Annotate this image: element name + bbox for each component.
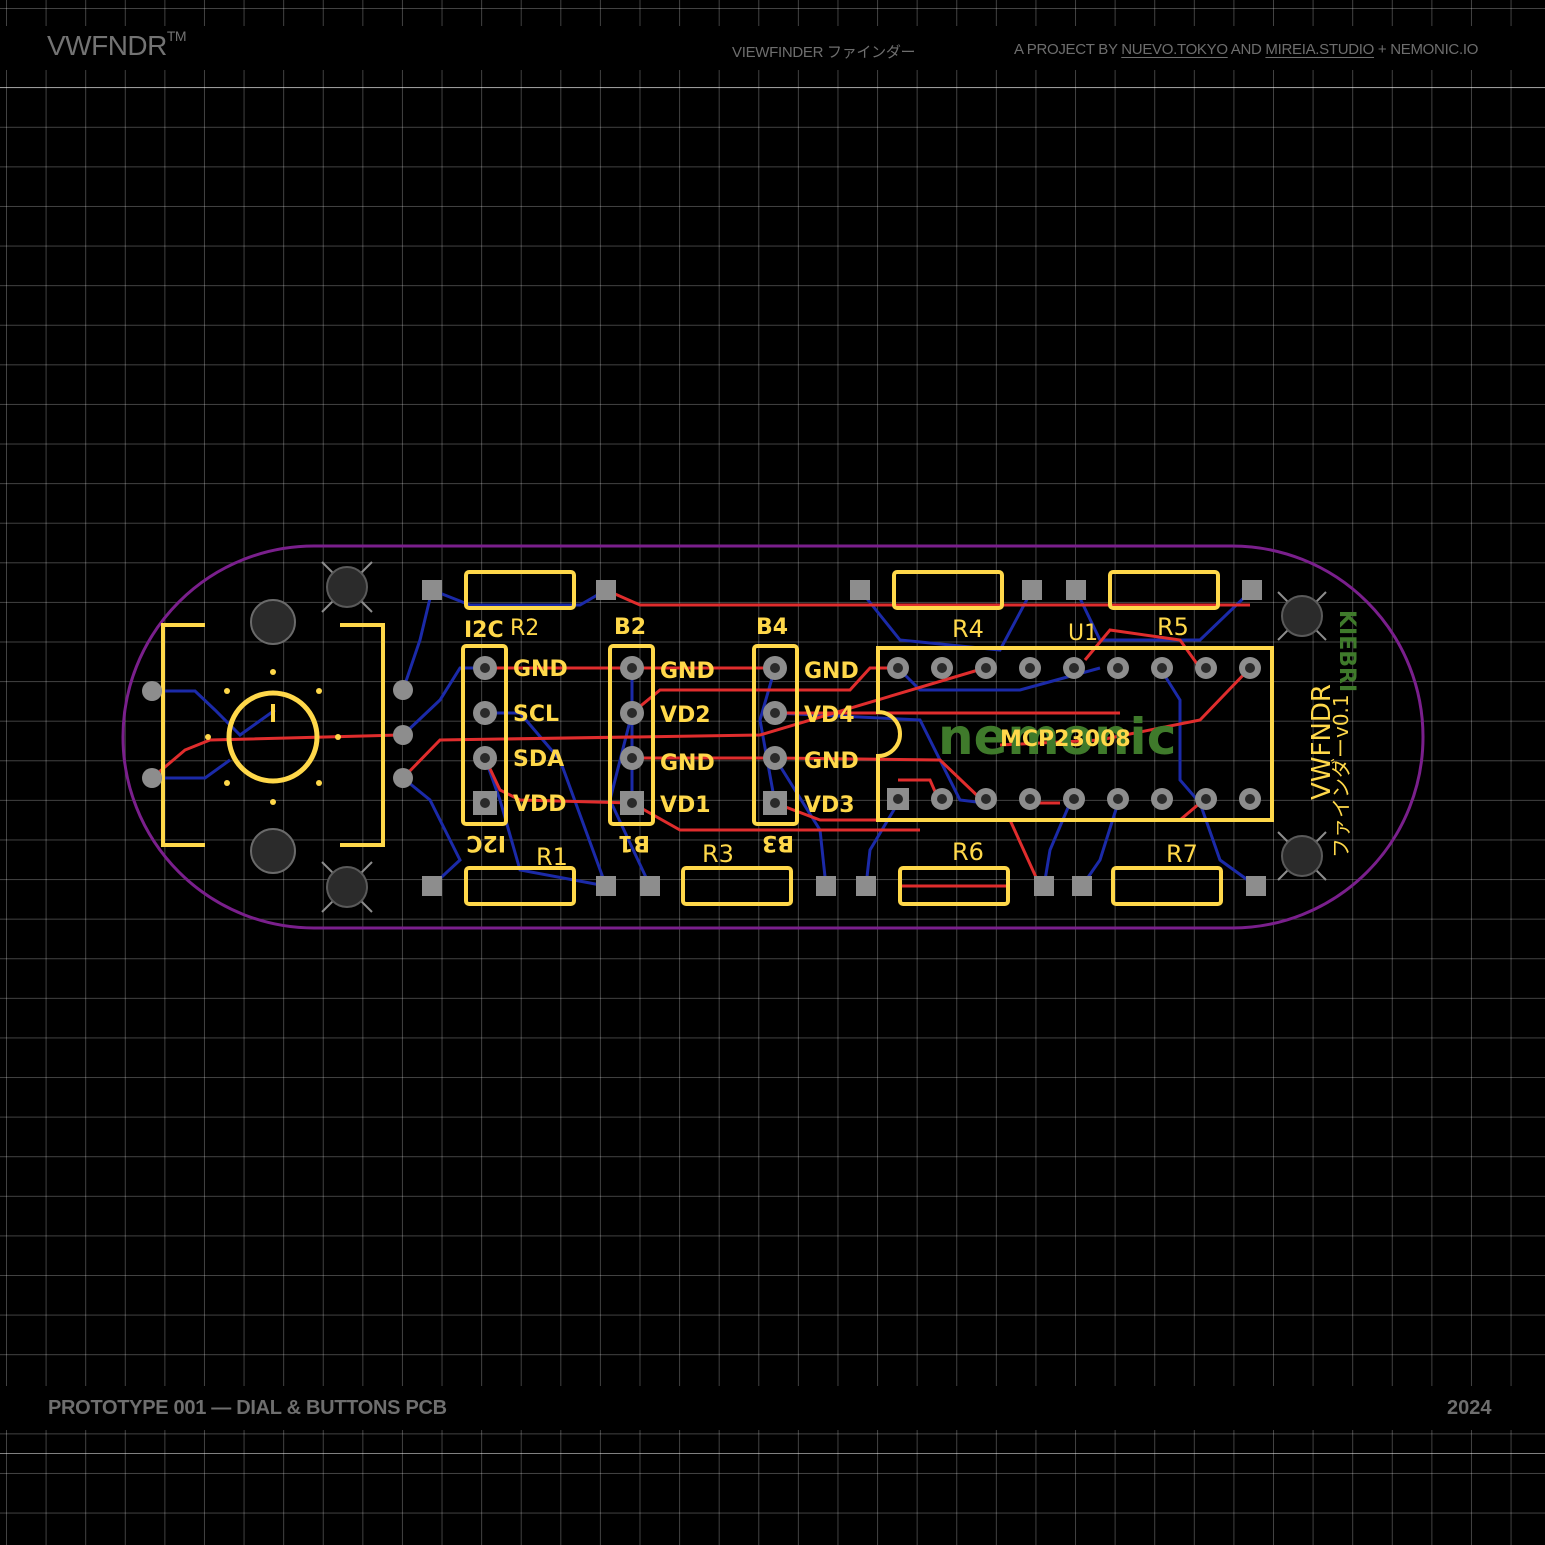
board-credit-text: KIEBRI [1334, 610, 1359, 692]
b2-pin3-label: GND [660, 751, 715, 776]
b2-pin2-label: VD2 [660, 703, 711, 728]
resistor-bodies [464, 570, 1223, 906]
chip-ref-label: U1 [1068, 621, 1098, 646]
i2c-pin1-label: GND [513, 657, 568, 682]
logo-text: VWFNDR [47, 30, 167, 61]
chip-part-label: MCP23008 [1000, 727, 1131, 752]
header-i2c-bottom-label: I2C [466, 830, 506, 855]
project-credits: A PROJECT BY NUEVO.TOKYO AND MIREIA.STUD… [1014, 41, 1478, 58]
r2-label: R2 [510, 616, 539, 641]
r6-label: R6 [952, 838, 984, 866]
year-label: 2024 [1447, 1397, 1492, 1419]
credits-and: AND [1230, 41, 1262, 58]
b2-pin4-label: VD1 [660, 793, 711, 818]
b4-pin3-label: GND [804, 749, 859, 774]
nuevo-tokyo-link[interactable]: NUEVO.TOKYO [1121, 41, 1228, 58]
board-subtitle-text: ファインダーv0.1 [1329, 694, 1353, 858]
header-b1-label: B1 [618, 830, 650, 855]
credits-prefix: A PROJECT BY [1014, 41, 1118, 58]
site-logo[interactable]: VWFNDRTM [47, 28, 187, 62]
b4-pin1-label: GND [804, 659, 859, 684]
top-copper-traces [151, 588, 1252, 888]
b4-pin2-label: VD4 [804, 703, 855, 728]
mireia-studio-link[interactable]: MIREIA.STUDIO [1265, 41, 1375, 58]
nemonic-logo: nemonic [938, 708, 1176, 766]
footer-divider [0, 1453, 1545, 1454]
encoder-pins [142, 680, 413, 788]
b2-pin1-label: GND [660, 659, 715, 684]
project-tagline: VIEWFINDER ファインダー [732, 44, 916, 61]
b4-pin4-label: VD3 [804, 793, 855, 818]
i2c-pin4-label: VDD [513, 792, 567, 817]
rotary-encoder [161, 599, 385, 874]
header-labels: I2C R2 B2 B4 GND SCL SDA VDD GND VD2 GND… [464, 615, 859, 855]
pin-headers [461, 644, 799, 826]
chip-u1: nemonic MCP23008 U1 [876, 621, 1274, 822]
resistor-pads [422, 580, 1266, 896]
credits-suffix: + NEMONIC.IO [1377, 41, 1479, 58]
board-outline [121, 544, 1425, 930]
i2c-pin2-label: SCL [513, 702, 559, 727]
header-b4-label: B4 [756, 615, 788, 640]
r3-label: R3 [702, 840, 734, 868]
header-b3-label: B3 [762, 830, 794, 855]
mounting-holes [321, 561, 1327, 913]
vertical-branding: VWFNDR ファインダーv0.1 KIEBRI [1307, 610, 1359, 858]
footer-bar [0, 1386, 1545, 1430]
header-b2-label: B2 [614, 615, 646, 640]
header-i2c-top-label: I2C [464, 618, 504, 643]
header-bar [0, 26, 1545, 70]
r5-label: R5 [1157, 613, 1189, 641]
board-brand-text: VWFNDR [1307, 684, 1337, 800]
header-divider [0, 87, 1545, 88]
trademark-mark: TM [166, 28, 187, 44]
r7-label: R7 [1166, 840, 1198, 868]
r1-label: R1 [536, 843, 568, 871]
prototype-title: PROTOTYPE 001 — DIAL & BUTTONS PCB [48, 1397, 447, 1419]
resistor-labels: R1 R3 R4 R5 R6 R7 [536, 613, 1198, 871]
r4-label: R4 [952, 615, 984, 643]
i2c-pin3-label: SDA [513, 747, 564, 772]
